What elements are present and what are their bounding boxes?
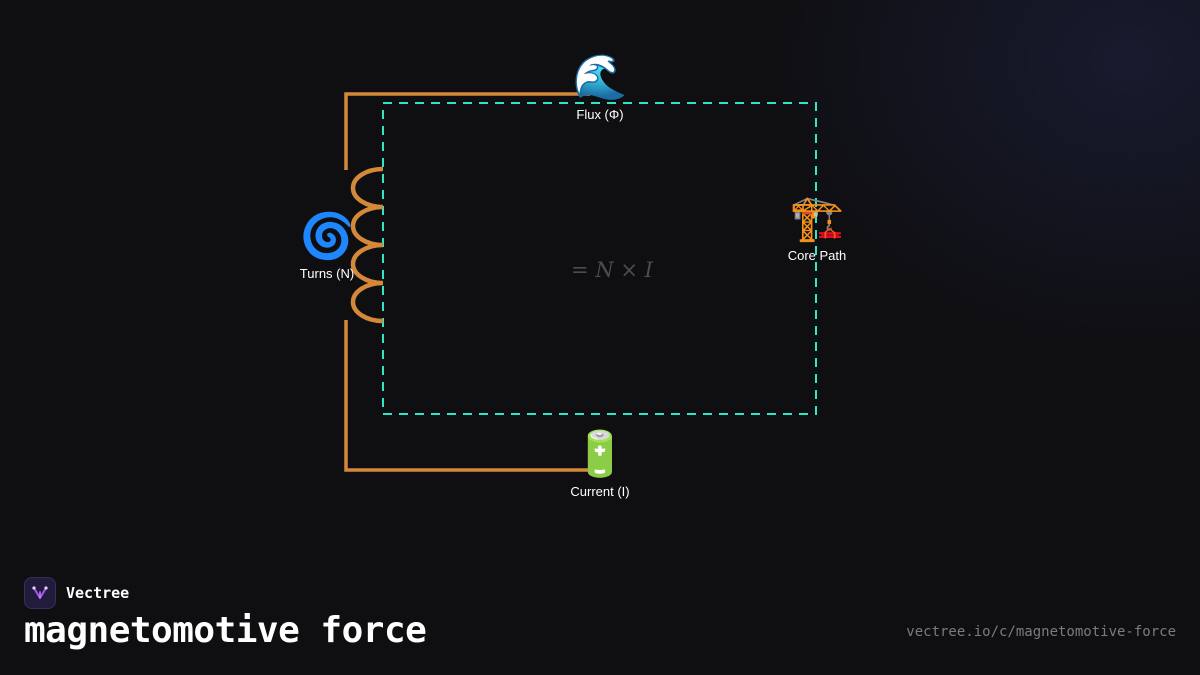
wire-top bbox=[344, 92, 590, 170]
current-label: Current (I) bbox=[570, 484, 630, 499]
construction-crane-icon: 🏗️ bbox=[789, 194, 845, 243]
brand[interactable]: Vectree bbox=[24, 577, 129, 609]
core-flux-path bbox=[382, 102, 817, 415]
turns-node: 🌀 Turns (N) bbox=[267, 211, 387, 281]
spiral-icon: 🌀 bbox=[299, 212, 355, 261]
flux-node: 🌊 Flux (Φ) bbox=[540, 52, 660, 122]
current-node: 🔋 Current (I) bbox=[540, 429, 660, 499]
core-path-node: 🏗️ Core Path bbox=[757, 193, 877, 263]
wave-icon: 🌊 bbox=[572, 53, 628, 102]
page-title: magnetomotive force bbox=[24, 610, 427, 651]
flux-label: Flux (Φ) bbox=[576, 107, 624, 122]
page-url[interactable]: vectree.io/c/magnetomotive-force bbox=[906, 624, 1176, 640]
vectree-logo-icon bbox=[24, 577, 56, 609]
mmf-formula: = N × I bbox=[571, 258, 653, 282]
brand-name: Vectree bbox=[66, 584, 130, 602]
wire-bottom bbox=[344, 320, 590, 472]
core-path-label: Core Path bbox=[787, 248, 847, 263]
turns-label: Turns (N) bbox=[299, 266, 355, 281]
battery-icon: 🔋 bbox=[572, 430, 628, 479]
inductor-coil bbox=[350, 166, 384, 324]
